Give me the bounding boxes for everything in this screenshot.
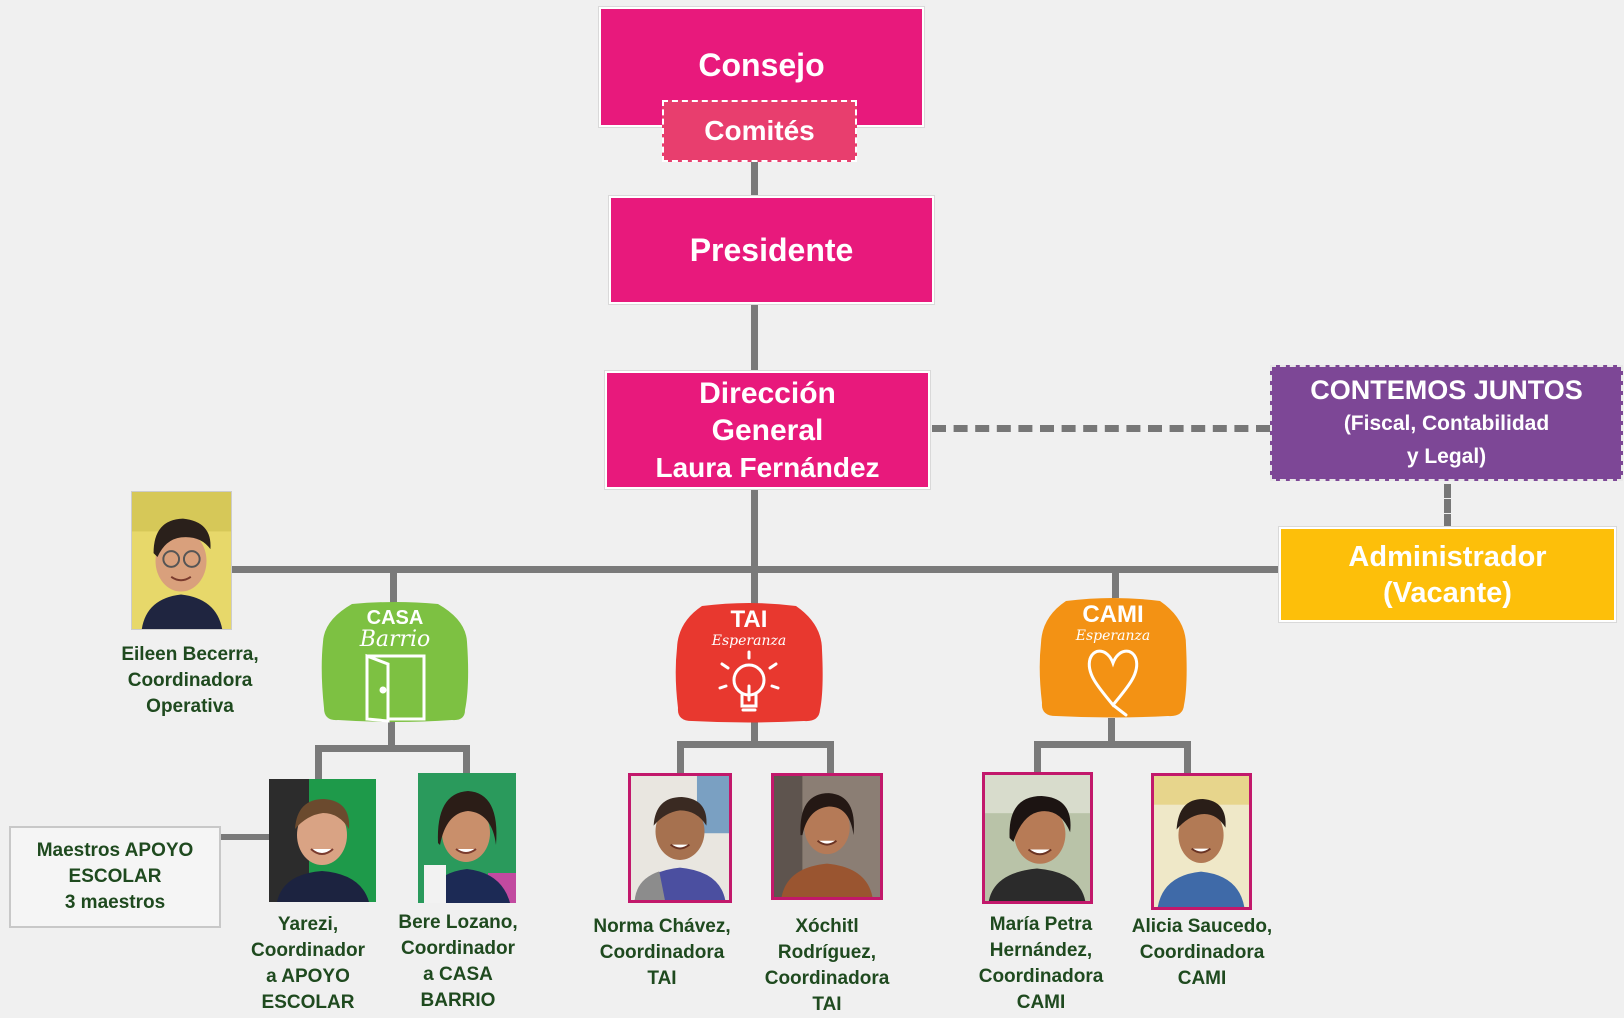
comites-label: Comités (704, 115, 815, 146)
contemos-line2: (Fiscal, Contabilidad (1343, 411, 1550, 435)
eileen-photo (131, 491, 232, 630)
contemos-title: CONTEMOS JUNTOS (1310, 374, 1583, 405)
administrador-line1: Administrador (1348, 540, 1547, 573)
alicia-photo (1151, 773, 1252, 910)
direccion-general-box[interactable]: Dirección General Laura Fernández (605, 371, 930, 489)
comites-box[interactable]: Comités (662, 100, 857, 162)
maestros-line2: ESCOLAR (68, 866, 162, 887)
contemos-juntos-box[interactable]: CONTEMOS JUNTOS (Fiscal, Contabilidad y … (1270, 365, 1623, 481)
eileen-role-2: Operativa (146, 696, 234, 717)
dashed-connector-contemos (932, 425, 1270, 432)
norma-role: Coordinadora (599, 942, 725, 963)
connector-tai-xochitl (827, 741, 834, 775)
connector-casa-horizontal (315, 745, 470, 752)
norma-photo (628, 773, 732, 903)
maria-role: Coordinadora (978, 966, 1104, 987)
connector-to-casa (390, 566, 397, 606)
connector-cami-horizontal (1034, 741, 1191, 748)
casa-barrio-logo[interactable]: CASA Barrio (320, 600, 470, 725)
connector-maestros-yarezi (220, 834, 272, 840)
connector-to-cami (1112, 566, 1119, 598)
maria-role-2: CAMI (1016, 992, 1066, 1013)
bere-role: Coordinador (401, 938, 515, 959)
dashed-connector-administrador (1444, 484, 1451, 528)
xochitl-role-2: TAI (812, 994, 842, 1015)
cami-esperanza-label: Esperanza (1075, 628, 1150, 644)
bere-photo (418, 773, 516, 903)
alicia-role: Coordinadora (1139, 942, 1265, 963)
direccion-line1: Dirección (699, 376, 836, 410)
connector-presidente-direccion (751, 303, 758, 371)
yarezi-name: Yarezi, (277, 914, 339, 935)
maria-name: María Petra (989, 914, 1093, 935)
xochitl-role: Coordinadora (764, 968, 890, 989)
alicia-role-2: CAMI (1177, 968, 1227, 989)
connector-cami-alicia (1184, 741, 1191, 775)
norma-role-2: TAI (647, 968, 677, 989)
maestros-line3: 3 maestros (64, 892, 166, 913)
maestros-line1: Maestros APOYO (36, 840, 194, 861)
bere-caption: Bere Lozano, Coordinador a CASA BARRIO (388, 910, 528, 1014)
connector-casa-yarezi (315, 745, 322, 780)
maria-caption: María Petra Hernández, Coordinadora CAMI (966, 912, 1116, 1016)
door-icon (365, 653, 426, 723)
connector-to-tai (751, 566, 758, 606)
casa-label: CASA (367, 607, 424, 629)
yarezi-role-2: a APOYO (266, 966, 350, 987)
connector-tai-down (751, 722, 758, 746)
lightbulb-icon (718, 650, 780, 712)
yarezi-role: Coordinador (251, 940, 365, 961)
alicia-name: Alicia Saucedo, (1131, 916, 1273, 937)
cami-label: CAMI (1082, 601, 1143, 628)
presidente-box[interactable]: Presidente (609, 196, 934, 304)
xochitl-name: Xóchitl (795, 916, 859, 937)
heart-icon (1087, 649, 1139, 717)
connector-tai-norma (677, 741, 684, 775)
tai-esperanza-logo[interactable]: TAI Esperanza (674, 600, 824, 725)
connector-tai-horizontal (677, 741, 834, 748)
contemos-line3: y Legal) (1406, 444, 1487, 468)
tai-label: TAI (731, 606, 768, 633)
alicia-caption: Alicia Saucedo, Coordinadora CAMI (1126, 914, 1278, 992)
cami-esperanza-logo[interactable]: CAMI Esperanza (1038, 595, 1188, 720)
maria-photo (982, 772, 1093, 904)
norma-caption: Norma Chávez, Coordinadora TAI (584, 914, 740, 992)
bere-name: Bere Lozano, (398, 912, 518, 933)
yarezi-role-3: ESCOLAR (261, 992, 355, 1013)
maestros-apoyo-box[interactable]: Maestros APOYO ESCOLAR 3 maestros (9, 826, 221, 928)
eileen-role: Coordinadora (127, 670, 253, 691)
norma-name: Norma Chávez, (593, 916, 731, 937)
xochitl-photo (771, 773, 883, 900)
eileen-caption: Eileen Becerra, Coordinadora Operativa (104, 642, 276, 720)
connector-casa-bere (463, 745, 470, 775)
bere-role-3: BARRIO (420, 990, 496, 1011)
connector-cami-maria (1034, 741, 1041, 775)
tai-esperanza-label: Esperanza (711, 633, 786, 649)
administrador-box[interactable]: Administrador (Vacante) (1279, 527, 1616, 622)
barrio-label: Barrio (359, 627, 431, 652)
connector-consejo-presidente (751, 158, 758, 196)
maria-name-2: Hernández, (989, 940, 1093, 961)
eileen-name: Eileen Becerra, (121, 644, 259, 665)
yarezi-photo (269, 779, 376, 902)
administrador-line2: (Vacante) (1383, 576, 1512, 609)
connector-direccion-trunk (751, 489, 758, 569)
direccion-line2: General (711, 413, 824, 447)
consejo-label: Consejo (698, 47, 825, 83)
presidente-label: Presidente (689, 231, 854, 268)
xochitl-caption: Xóchitl Rodríguez, Coordinadora TAI (752, 914, 902, 1018)
bere-role-2: a CASA (423, 964, 493, 985)
connector-cami-down (1108, 718, 1115, 746)
direccion-line3: Laura Fernández (655, 451, 880, 483)
yarezi-caption: Yarezi, Coordinador a APOYO ESCOLAR (238, 912, 378, 1016)
connector-casa-down (388, 722, 395, 750)
xochitl-name-2: Rodríguez, (777, 942, 877, 963)
